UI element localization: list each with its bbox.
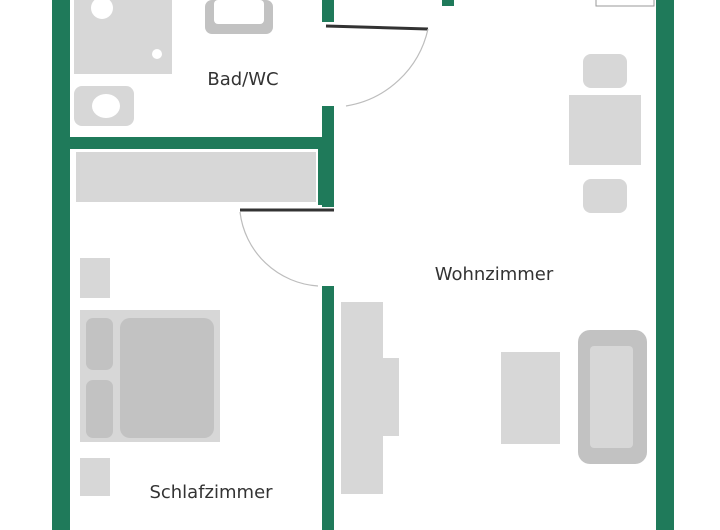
duvet — [120, 318, 214, 438]
living-room-label: Wohnzimmer — [435, 264, 554, 285]
pillow-top — [86, 318, 113, 370]
wardrobe — [76, 152, 316, 202]
bathroom-label: Bad/WC — [207, 69, 278, 90]
sideboard — [341, 302, 383, 494]
wall-bedroom-living — [322, 286, 334, 530]
pillow-bottom — [86, 380, 113, 438]
wall-bath-top-stub — [322, 0, 334, 22]
living-furniture — [341, 0, 655, 494]
sideboard-detail — [383, 358, 399, 436]
shower-drain-icon — [91, 0, 113, 19]
bedroom-label: Schlafzimmer — [149, 482, 273, 503]
wall-wardrobe-divider — [318, 149, 322, 205]
bedroom-door-swing — [239, 211, 319, 287]
sofa-seat — [590, 346, 633, 448]
bathroom-fixtures — [74, 0, 273, 126]
bedroom-furniture — [76, 152, 316, 496]
toilet-bowl-icon — [92, 94, 120, 118]
walls — [52, 0, 674, 530]
room-labels: Bad/WC Wohnzimmer Schlafzimmer — [149, 69, 553, 503]
chair-top — [583, 54, 627, 88]
bathroom-door-swing — [345, 28, 429, 107]
wall-bedroom-hall-upper — [322, 149, 334, 207]
wall-bath-bedroom — [52, 137, 334, 149]
coffee-table — [501, 352, 560, 444]
top-right-cabinet — [595, 0, 655, 7]
chair-bottom — [583, 179, 627, 213]
washbasin-inner — [214, 0, 264, 24]
nightstand-top — [80, 258, 110, 298]
doors — [239, 24, 429, 287]
shower-tray — [74, 0, 172, 74]
wall-top-stub — [442, 0, 454, 6]
nightstand-bottom — [80, 458, 110, 496]
dining-table — [569, 95, 641, 165]
outer-wall-left — [52, 0, 70, 530]
shower-corner-icon — [152, 49, 162, 59]
outer-wall-right — [656, 0, 674, 530]
bathroom-door-leaf[interactable] — [325, 24, 429, 31]
wall-bath-hall — [322, 106, 334, 149]
